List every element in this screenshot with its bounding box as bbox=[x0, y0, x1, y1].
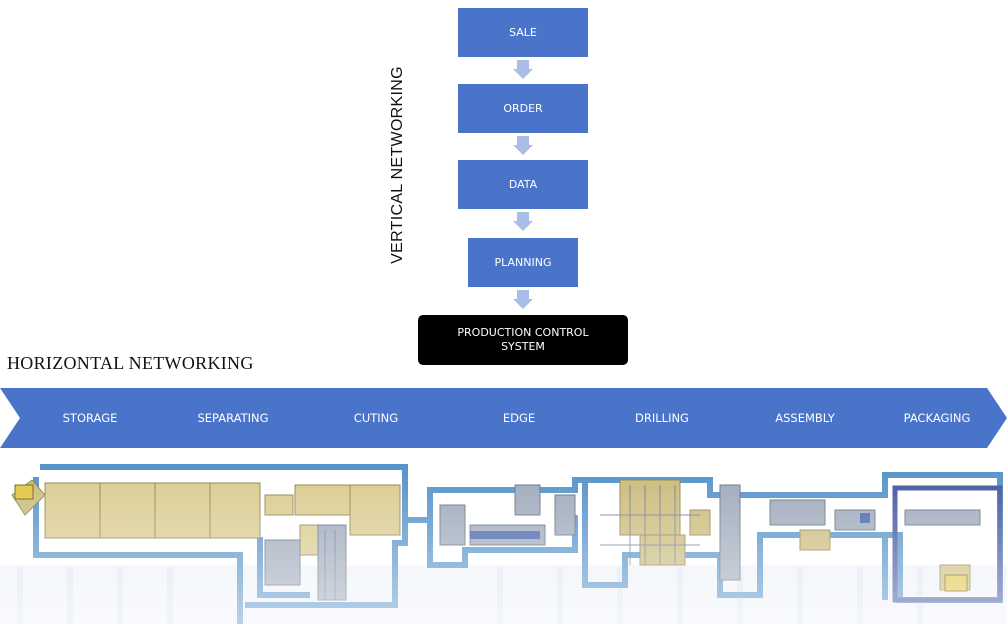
chevron-drilling bbox=[572, 388, 740, 448]
chevron-cuting bbox=[286, 388, 454, 448]
chevron-label-storage: STORAGE bbox=[62, 411, 118, 425]
chevron-label-cuting: CUTING bbox=[353, 411, 399, 425]
down-arrow-icon bbox=[513, 136, 533, 155]
chevron-separating bbox=[143, 388, 311, 448]
data-box: DATA bbox=[458, 160, 588, 209]
down-arrow-icon bbox=[513, 212, 533, 231]
chevron-label-drilling: DRILLING bbox=[635, 411, 689, 425]
factory-layout-illustration bbox=[0, 455, 1007, 624]
chevron-label-separating: SEPARATING bbox=[197, 411, 269, 425]
down-arrow-icon bbox=[513, 290, 533, 309]
vertical-networking-label: VERTICAL NETWORKING bbox=[389, 66, 406, 264]
chevron-storage bbox=[0, 388, 168, 448]
process-chevrons bbox=[0, 388, 1007, 448]
chevron-label-assembly: ASSEMBLY bbox=[775, 411, 835, 425]
chevron-label-edge: EDGE bbox=[502, 411, 536, 425]
horizontal-networking-label: HORIZONTAL NETWORKING bbox=[7, 353, 254, 373]
production-control-system-label: PRODUCTION CONTROL SYSTEM bbox=[457, 326, 589, 353]
chevron-packaging bbox=[858, 388, 1007, 448]
chevron-label-packaging: PACKAGING bbox=[903, 411, 971, 425]
down-arrow-icon bbox=[513, 60, 533, 79]
production-control-system-box: PRODUCTION CONTROL SYSTEM bbox=[418, 315, 628, 365]
chevron-edge bbox=[429, 388, 597, 448]
planning-box: PLANNING bbox=[468, 238, 578, 287]
order-box: ORDER bbox=[458, 84, 588, 133]
sale-box: SALE bbox=[458, 8, 588, 57]
chevron-assembly bbox=[715, 388, 883, 448]
